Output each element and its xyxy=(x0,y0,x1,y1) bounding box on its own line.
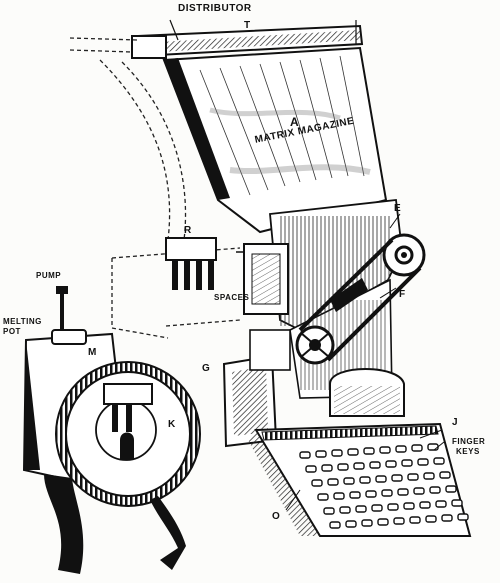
matrix-magazine xyxy=(162,46,388,234)
label-g: G xyxy=(202,363,211,374)
label-pump: PUMP xyxy=(36,271,62,280)
label-distributor: DISTRIBUTOR xyxy=(178,3,252,14)
label-melting-pot-line1: MELTING xyxy=(3,317,42,326)
r-mechanism xyxy=(165,237,217,290)
label-e: E xyxy=(394,203,402,214)
keyboard xyxy=(248,368,472,537)
label-k: K xyxy=(168,419,176,430)
label-j: J xyxy=(452,417,459,428)
label-m: M xyxy=(88,347,97,358)
finger-keys-grid xyxy=(299,443,469,529)
base-legs xyxy=(44,474,186,574)
space-band-box xyxy=(236,243,289,315)
label-o: O xyxy=(272,511,281,522)
label-t: T xyxy=(244,20,251,31)
label-f: F xyxy=(399,289,406,300)
label-a: A xyxy=(290,115,300,129)
frame-outline xyxy=(69,37,241,339)
distributor-bar xyxy=(131,19,364,59)
label-finger-keys-line1: FINGER xyxy=(452,437,486,446)
mould-wheel xyxy=(55,361,201,507)
label-melting-pot-line2: POT xyxy=(3,327,21,336)
g-mould xyxy=(222,329,291,448)
label-finger-keys-line2: KEYS xyxy=(456,447,480,456)
pulley-belt xyxy=(295,233,426,365)
label-spaces: SPACES xyxy=(214,293,250,302)
leader-lines xyxy=(285,213,445,511)
label-r: R xyxy=(184,225,192,236)
assembler-strips xyxy=(269,199,403,399)
